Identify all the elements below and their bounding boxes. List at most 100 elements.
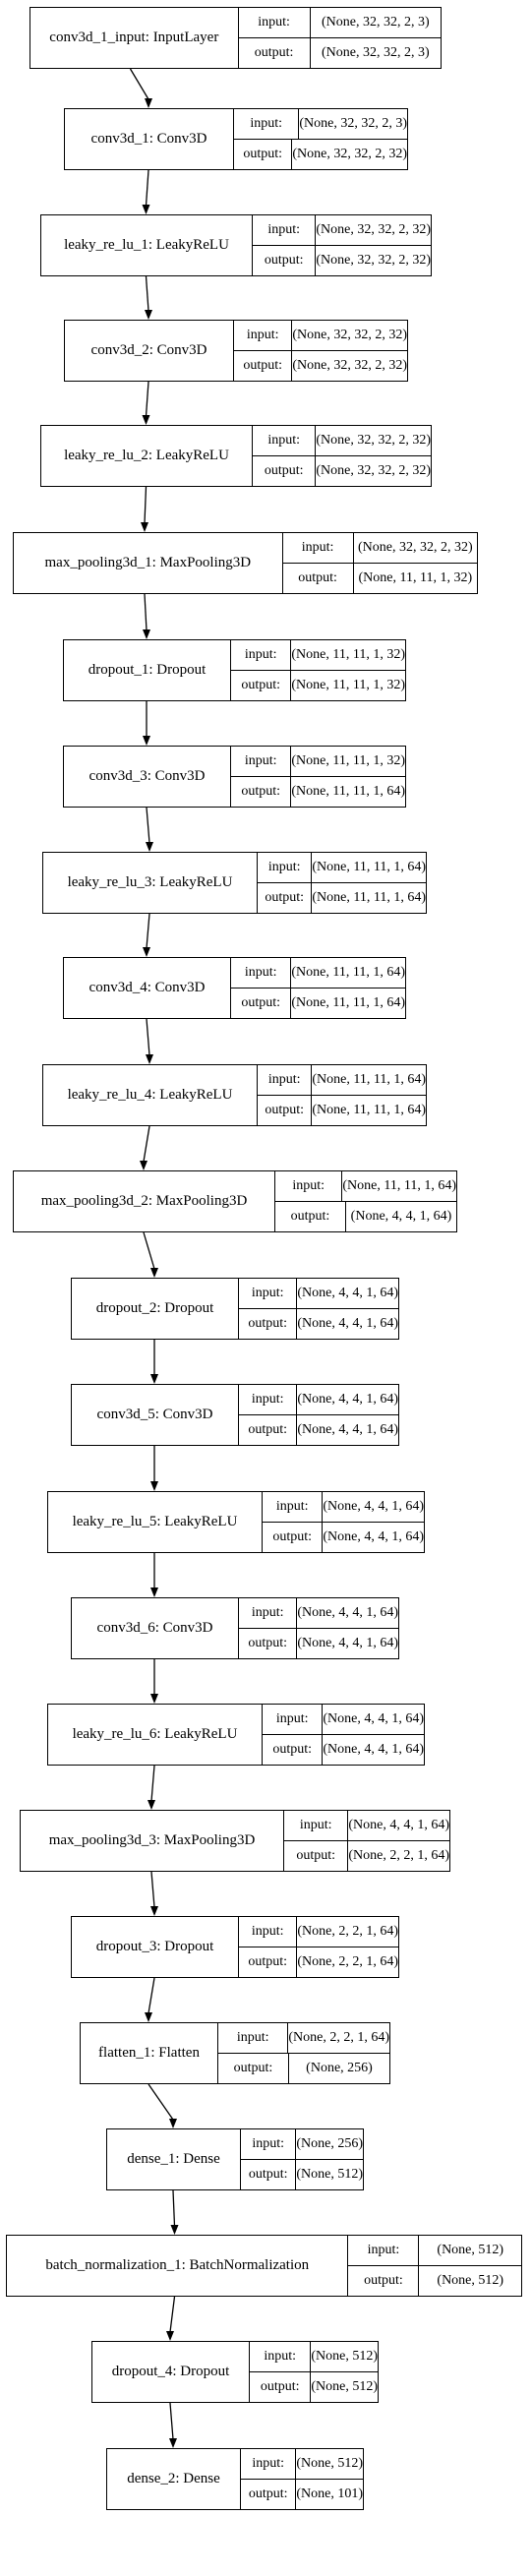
- output-shape: (None, 4, 4, 1, 64): [297, 1422, 398, 1437]
- output-row: output: (None, 11, 11, 1, 32): [282, 563, 477, 593]
- output-label: output:: [218, 2054, 289, 2083]
- edge-arrow: [150, 1659, 158, 1704]
- input-shape: (None, 11, 11, 1, 64): [312, 1072, 426, 1087]
- input-label: input:: [250, 2342, 312, 2371]
- input-label: input:: [258, 853, 313, 882]
- input-row: input:(None, 4, 4, 1, 64): [239, 1279, 398, 1308]
- output-row: output:(None, 32, 32, 2, 32): [253, 455, 431, 486]
- input-row: input:(None, 4, 4, 1, 64): [263, 1492, 424, 1522]
- output-row: output:(None, 4, 4, 1, 64): [263, 1522, 424, 1552]
- input-label: input:: [239, 1385, 298, 1414]
- input-label: input:: [283, 533, 354, 563]
- input-label: input:: [239, 8, 311, 37]
- layer-name: dropout_2: Dropout: [72, 1279, 239, 1339]
- edge-arrow: [143, 913, 150, 957]
- output-label: output:: [258, 1096, 313, 1125]
- input-shape: (None, 32, 32, 2, 3): [321, 15, 430, 30]
- input-shape: (None, 32, 32, 2, 3): [299, 116, 407, 131]
- input-row: input:(None, 11, 11, 1, 64): [275, 1171, 456, 1201]
- input-row: input:(None, 11, 11, 1, 64): [231, 958, 405, 988]
- input-row: input:(None, 2, 2, 1, 64): [218, 2023, 389, 2053]
- output-label: output:: [234, 351, 293, 381]
- output-shape: (None, 101): [296, 2486, 363, 2501]
- edge-arrow: [169, 2402, 177, 2448]
- output-label: output:: [250, 2372, 312, 2402]
- edge-arrow: [146, 807, 153, 852]
- layer-name: batch_normalization_1: BatchNormalizatio…: [7, 2236, 349, 2296]
- input-row: input:(None, 11, 11, 1, 64): [258, 1065, 426, 1095]
- edge-arrow: [148, 2083, 177, 2128]
- input-shape: (None, 11, 11, 1, 64): [312, 860, 426, 874]
- input-row: input:(None, 32, 32, 2, 32): [283, 533, 477, 563]
- output-shape: (None, 11, 11, 1, 64): [312, 1103, 426, 1117]
- input-shape: (None, 32, 32, 2, 32): [292, 328, 407, 342]
- input-row: input:(None, 32, 32, 2, 32): [253, 426, 431, 455]
- input-row: input:(None, 4, 4, 1, 64): [239, 1598, 398, 1628]
- input-shape: (None, 32, 32, 2, 32): [357, 540, 473, 555]
- edge-arrow: [166, 2296, 176, 2341]
- input-shape: (None, 4, 4, 1, 64): [297, 1605, 398, 1620]
- input-shape: (None, 2, 2, 1, 64): [288, 2030, 389, 2045]
- output-label: output:: [275, 1202, 346, 1231]
- output-row: output:(None, 11, 11, 1, 64): [258, 882, 426, 913]
- layer-name: dropout_4: Dropout: [92, 2342, 250, 2402]
- input-row: input:(None, 11, 11, 1, 32): [231, 640, 405, 670]
- output-label: output:: [231, 988, 292, 1018]
- edge-arrow: [142, 169, 150, 214]
- output-shape: (None, 512): [437, 2273, 504, 2288]
- edge-arrow: [148, 1765, 155, 1810]
- edge-arrow: [150, 1446, 158, 1491]
- input-shape: (None, 512): [311, 2349, 378, 2364]
- output-shape: (None, 512): [311, 2379, 378, 2394]
- output-row: output:(None, 32, 32, 2, 3): [238, 37, 441, 68]
- output-row: output:(None, 512): [348, 2265, 521, 2296]
- input-row: input:(None, 2, 2, 1, 64): [239, 1917, 398, 1947]
- input-shape: (None, 11, 11, 1, 64): [342, 1178, 456, 1193]
- output-shape: (None, 2, 2, 1, 64): [348, 1848, 449, 1863]
- input-label: input:: [263, 1705, 324, 1734]
- output-label: output:: [231, 777, 292, 807]
- output-row: output: (None, 4, 4, 1, 64): [275, 1201, 456, 1231]
- input-shape: (None, 4, 4, 1, 64): [297, 1286, 398, 1300]
- edge-arrow: [140, 1125, 150, 1170]
- edge-arrow: [150, 1871, 158, 1916]
- input-shape: (None, 32, 32, 2, 32): [316, 433, 431, 448]
- output-label: output:: [283, 564, 354, 593]
- output-row: output:(None, 4, 4, 1, 64): [239, 1414, 398, 1445]
- layer-name: max_pooling3d_3: MaxPooling3D: [21, 1811, 284, 1871]
- input-label: input:: [284, 1811, 349, 1840]
- output-shape: (None, 11, 11, 1, 64): [291, 784, 405, 799]
- output-label: output:: [241, 2160, 297, 2189]
- layer-name: leaky_re_lu_6: LeakyReLU: [48, 1705, 263, 1765]
- output-label: output:: [239, 1309, 298, 1339]
- input-shape: (None, 256): [296, 2136, 363, 2151]
- output-row: output:(None, 2, 2, 1, 64): [284, 1840, 449, 1871]
- output-shape: (None, 4, 4, 1, 64): [350, 1209, 452, 1224]
- input-shape: (None, 4, 4, 1, 64): [323, 1711, 424, 1726]
- layer-name: conv3d_1_input: InputLayer: [30, 8, 239, 68]
- edge-arrow: [150, 1553, 158, 1597]
- input-shape: (None, 11, 11, 1, 64): [291, 965, 405, 980]
- output-shape: (None, 4, 4, 1, 64): [323, 1742, 424, 1757]
- output-shape: (None, 11, 11, 1, 32): [358, 570, 473, 585]
- output-row: output:(None, 32, 32, 2, 32): [234, 350, 407, 381]
- output-row: output:(None, 2, 2, 1, 64): [239, 1947, 398, 1977]
- edge-arrow: [142, 381, 150, 425]
- layer-name: dropout_1: Dropout: [64, 640, 231, 700]
- input-row: input:(None, 512): [348, 2236, 521, 2265]
- output-label: output:: [284, 1841, 349, 1871]
- input-row: input:(None, 32, 32, 2, 32): [234, 321, 407, 350]
- layer-name: conv3d_2: Conv3D: [65, 321, 234, 381]
- output-label: output:: [231, 671, 292, 700]
- output-shape: (None, 32, 32, 2, 32): [292, 147, 407, 161]
